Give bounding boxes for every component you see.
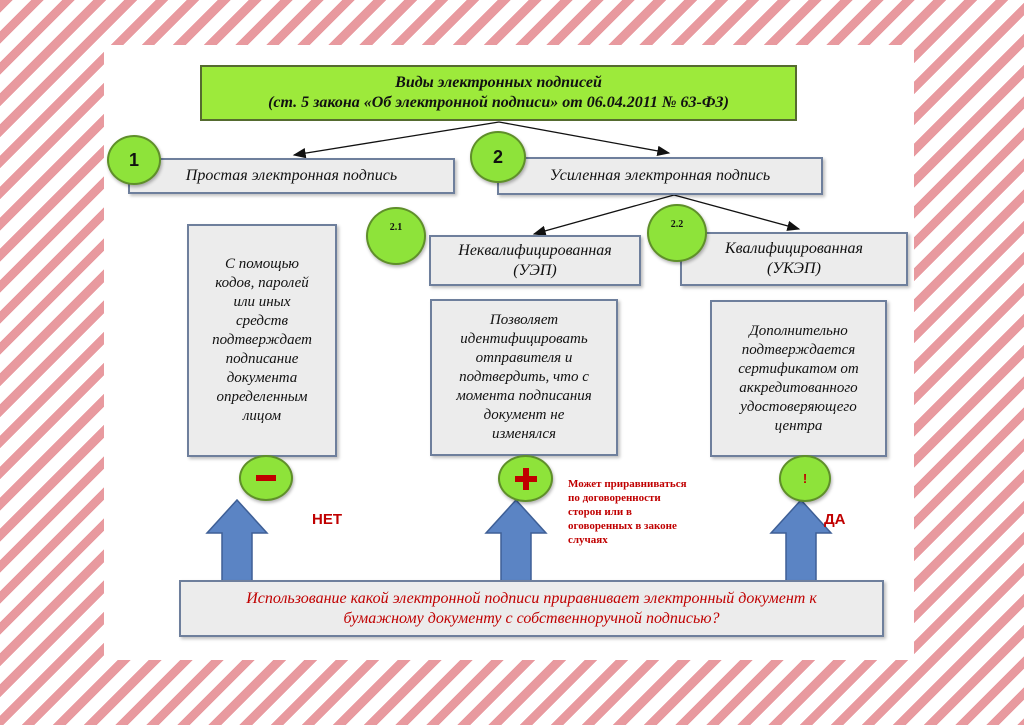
- description-unqualified: Позволяет идентифицировать отправителя и…: [430, 299, 618, 456]
- arrow-enhanced-to-qualified: [673, 194, 801, 231]
- number-badge-2-1-text: 2.1: [389, 221, 403, 233]
- description-simple: С помощью кодов, паролей или иных средст…: [187, 224, 337, 457]
- diagram-title: Виды электронных подписей (ст. 5 закона …: [200, 65, 797, 121]
- arrow-enhanced-to-unqualified: [532, 194, 675, 236]
- question-box: Использование какой электронной подписи …: [179, 580, 884, 637]
- number-badge-1-text: 1: [128, 149, 139, 170]
- number-badge-2-1: 2.1: [366, 207, 426, 265]
- up-arrow-qualified: [769, 498, 833, 582]
- up-arrow-unqualified: [484, 498, 548, 582]
- number-badge-2: 2: [470, 131, 526, 183]
- minus-icon: [256, 475, 276, 481]
- number-badge-1: 1: [107, 135, 161, 185]
- node-simple-label: Простая электронная подпись: [185, 167, 398, 184]
- plus-circle: [498, 455, 553, 502]
- title-line-1: Виды электронных подписей: [395, 74, 602, 91]
- description-qualified-text: Дополнительно подтверждается сертификато…: [738, 322, 859, 434]
- exclamation-icon: !: [802, 471, 808, 486]
- node-qualified-label: Квалифицированная (УКЭП): [725, 240, 863, 277]
- connector-arrows: [205, 121, 833, 582]
- diagram-canvas: Виды электронных подписей (ст. 5 закона …: [104, 45, 914, 660]
- node-unqualified-signature: Неквалифицированная (УЭП): [429, 235, 641, 286]
- node-enhanced-label: Усиленная электронная подпись: [549, 167, 771, 184]
- arrow-title-to-simple: [292, 121, 500, 159]
- minus-circle: [239, 455, 293, 501]
- node-unqualified-label: Неквалифицированная (УЭП): [458, 241, 612, 279]
- up-arrow-simple: [205, 498, 269, 582]
- node-enhanced-signature: Усиленная электронная подпись: [497, 157, 823, 195]
- node-qualified-signature: Квалифицированная (УКЭП): [680, 232, 908, 286]
- node-simple-signature: Простая электронная подпись: [128, 158, 455, 194]
- description-qualified: Дополнительно подтверждается сертификато…: [710, 300, 887, 457]
- arrow-title-to-enhanced: [498, 121, 671, 157]
- question-line-2: бумажному документу с собственноручной п…: [343, 609, 720, 627]
- number-badge-2-text: 2: [492, 146, 503, 167]
- answer-conditional: Может приравниваться по договоренности с…: [568, 478, 687, 546]
- title-line-2: (ст. 5 закона «Об электронной подписи» о…: [268, 94, 729, 111]
- number-badge-2-2: 2.2: [647, 204, 707, 262]
- answer-yes: ДА: [824, 511, 846, 528]
- question-line-1: Использование какой электронной подписи …: [246, 589, 817, 607]
- plus-icon: [514, 467, 537, 490]
- description-simple-text: С помощью кодов, паролей или иных средст…: [212, 256, 312, 424]
- answer-no: НЕТ: [312, 511, 342, 528]
- description-unqualified-text: Позволяет идентифицировать отправителя и…: [456, 312, 592, 442]
- exclamation-circle: !: [779, 455, 831, 502]
- number-badge-2-2-text: 2.2: [670, 218, 684, 230]
